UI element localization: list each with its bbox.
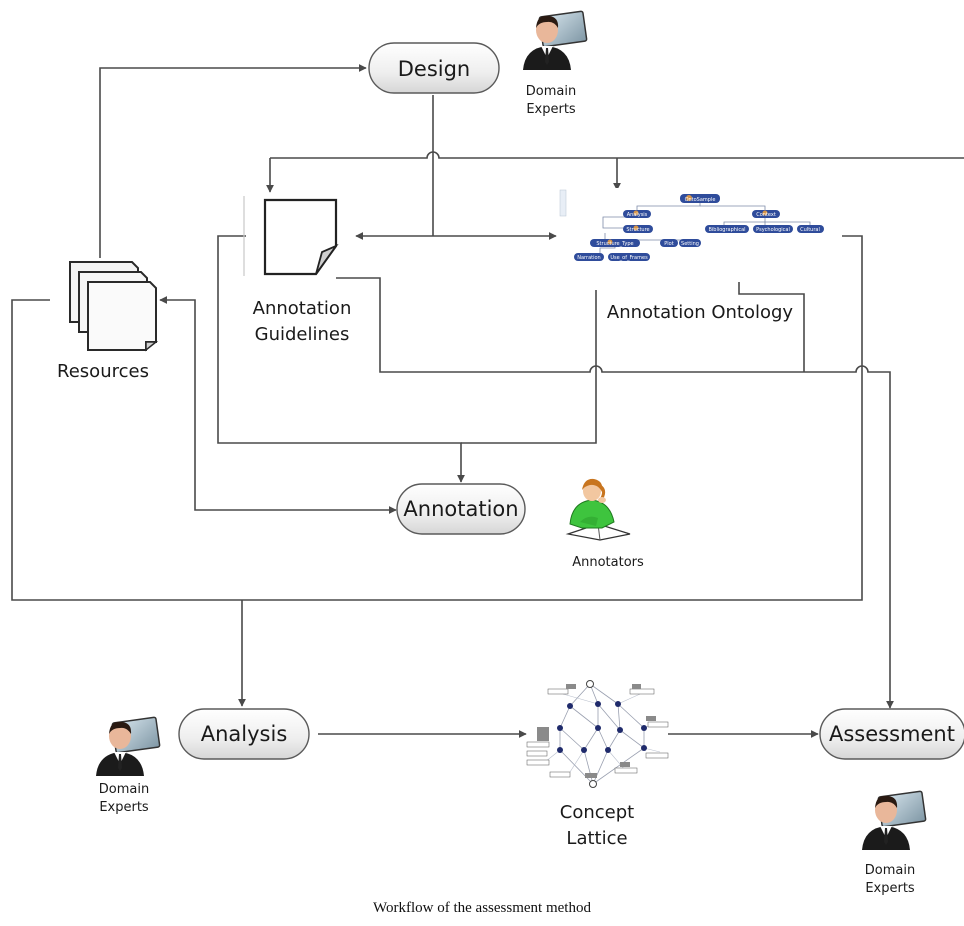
- guidelines-label-line2: Guidelines: [255, 324, 350, 345]
- analysis-node: Analysis: [178, 708, 310, 760]
- ontology-tree: OntoSample Analysis Context Structure Bi…: [558, 188, 840, 282]
- assessment-label: Assessment: [829, 722, 955, 746]
- svg-text:Structure_Type: Structure_Type: [596, 241, 633, 247]
- annotators-label: Annotators: [572, 555, 644, 570]
- svg-text:Analysis: Analysis: [627, 212, 648, 218]
- assessment-experts-label-line1: Domain: [865, 863, 915, 878]
- svg-text:Psychological: Psychological: [756, 227, 790, 233]
- design-experts-label-line1: Domain: [526, 84, 576, 99]
- design-experts-label-line2: Experts: [526, 102, 576, 117]
- guidelines-icon: [243, 196, 339, 276]
- connectors: [11, 64, 964, 738]
- lattice-label-line2: Lattice: [566, 828, 627, 849]
- svg-text:Structure: Structure: [626, 227, 649, 233]
- concept-lattice: [526, 680, 669, 788]
- design-label: Design: [398, 57, 471, 81]
- analysis-experts-label-line2: Experts: [99, 800, 149, 815]
- domain-expert-icon-analysis: [96, 716, 161, 776]
- ontology-label: Annotation Ontology: [607, 302, 794, 323]
- annotation-label: Annotation: [403, 497, 518, 521]
- svg-text:Setting: Setting: [681, 241, 699, 247]
- assessment-node: Assessment: [819, 708, 964, 760]
- lattice-label-line1: Concept: [560, 802, 634, 823]
- design-node: Design: [368, 42, 500, 94]
- annotation-node: Annotation: [396, 483, 526, 535]
- annotator-icon: [565, 478, 631, 541]
- analysis-label: Analysis: [201, 722, 288, 746]
- domain-expert-icon-design: [523, 10, 588, 70]
- svg-text:OntoSample: OntoSample: [685, 197, 716, 203]
- svg-text:Use_of_Frames: Use_of_Frames: [610, 255, 648, 261]
- svg-text:Bibliographical: Bibliographical: [708, 227, 745, 233]
- resources-icon: [69, 261, 159, 352]
- domain-expert-icon-assessment: [862, 790, 927, 850]
- svg-text:Cultural: Cultural: [800, 227, 820, 233]
- assessment-experts-label-line2: Experts: [865, 881, 915, 896]
- guidelines-label-line1: Annotation: [253, 298, 352, 319]
- svg-text:Context: Context: [756, 212, 776, 218]
- resources-label: Resources: [57, 361, 149, 382]
- analysis-experts-label-line1: Domain: [99, 782, 149, 797]
- svg-text:Narration: Narration: [577, 255, 600, 261]
- figure-caption: Workflow of the assessment method: [373, 900, 591, 916]
- svg-text:Plot: Plot: [664, 241, 673, 247]
